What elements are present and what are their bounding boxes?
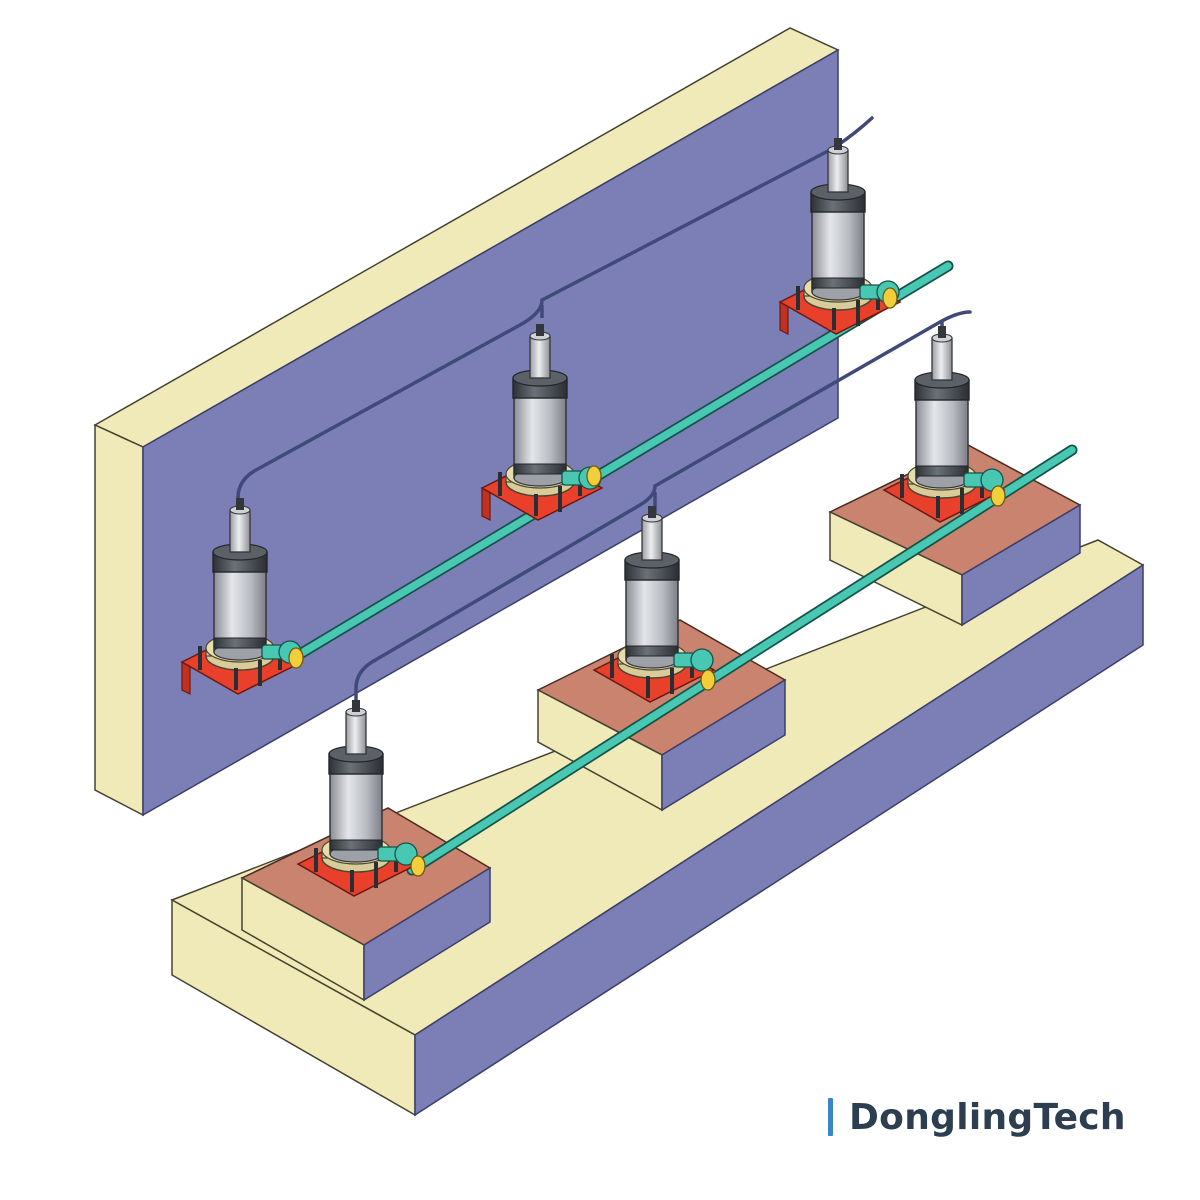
pipe-couplings: [288, 287, 1006, 877]
floor-sensor-1: [297, 699, 419, 897]
wall-panel: [93, 27, 840, 817]
floor-pipe: [406, 444, 1078, 876]
wall-sensor-1: [181, 497, 303, 695]
brand-accent-bar: [828, 1098, 833, 1136]
wall-sensor-3: [779, 137, 901, 335]
brand-logo: DonglingTech: [828, 1094, 1126, 1140]
wall-sensor-2: [481, 323, 603, 521]
brand-name: DonglingTech: [849, 1096, 1126, 1138]
floor-sensor-3: [883, 325, 1005, 523]
